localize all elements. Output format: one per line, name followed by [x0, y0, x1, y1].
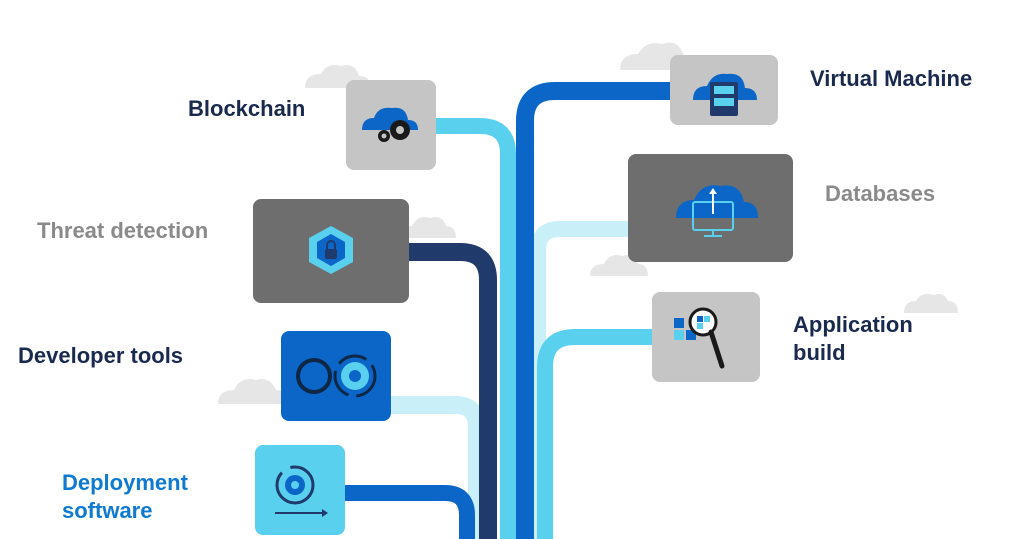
branch-blockchain: [436, 118, 516, 539]
label-application-build-line2: build: [793, 340, 846, 365]
label-threat-detection: Threat detection: [37, 218, 209, 243]
label-databases: Databases: [825, 181, 936, 206]
label-virtual-machine: Virtual Machine: [810, 66, 973, 91]
threat-detection-node: [253, 199, 409, 303]
deployment-software-node: [255, 445, 345, 535]
branch-application-build: [537, 329, 652, 539]
blockchain-node: [346, 80, 436, 170]
tree-branches: [345, 82, 670, 539]
branch-developer-tools: [390, 396, 486, 539]
cloud-monitor-icon: [676, 185, 758, 237]
databases-node: [628, 154, 793, 262]
loop-gear-icon: [296, 354, 377, 398]
virtual-machine-node: [670, 55, 778, 125]
label-deployment-software-line2: software: [62, 498, 153, 523]
cloud-server-icon: [693, 73, 757, 116]
label-developer-tools: Developer tools: [18, 343, 184, 368]
developer-tools-node: [281, 331, 391, 421]
label-deployment-software: Deployment software: [62, 469, 222, 525]
cloud-gears-icon: [362, 107, 418, 142]
shield-lock-icon: [309, 226, 353, 274]
branch-virtual-machine: [516, 82, 670, 539]
branch-threat-detection: [408, 243, 497, 539]
label-application-build-line1: Application: [793, 312, 913, 337]
label-deployment-software-line1: Deployment: [62, 470, 188, 495]
magnifier-blocks-icon: [674, 307, 725, 369]
gear-cycle-icon: [275, 465, 328, 517]
label-blockchain: Blockchain: [188, 96, 306, 121]
application-build-node: [652, 292, 760, 382]
label-application-build: Application build: [793, 311, 953, 367]
branch-deployment-software: [345, 485, 475, 539]
branch-databases: [530, 221, 628, 539]
